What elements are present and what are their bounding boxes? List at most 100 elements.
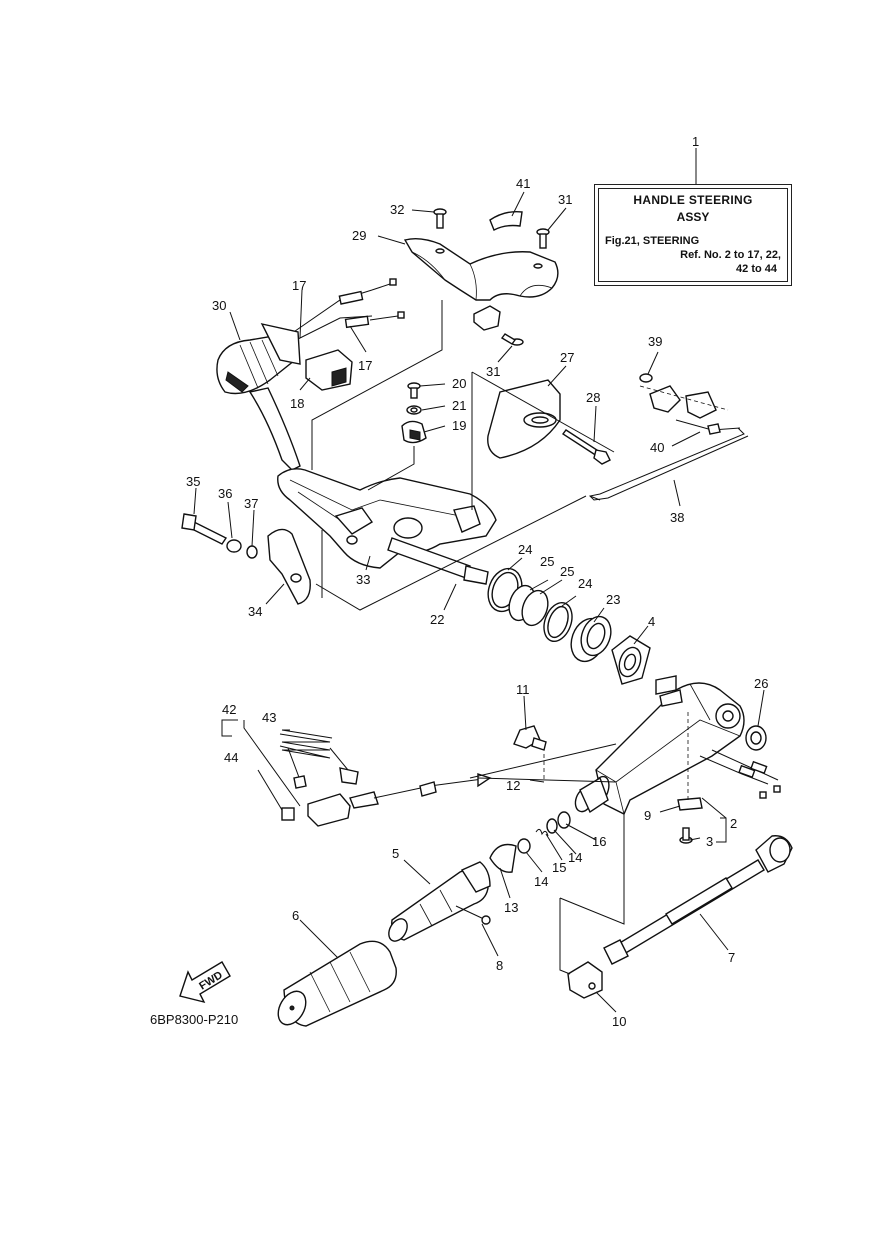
callout-32: 32 xyxy=(390,202,404,217)
callout-26: 26 xyxy=(754,676,768,691)
callout-12: 12 xyxy=(506,778,520,793)
callout-35: 35 xyxy=(186,474,200,489)
callout-17b: 17 xyxy=(358,358,372,373)
fwd-arrow-icon: FWD xyxy=(179,961,231,1004)
callout-7: 7 xyxy=(728,950,735,965)
callout-28: 28 xyxy=(586,390,600,405)
part-27-bracket xyxy=(487,379,561,459)
callout-25b: 25 xyxy=(560,564,574,579)
part-10-block xyxy=(567,961,603,999)
part-17-cables xyxy=(284,278,405,345)
callout-25a: 25 xyxy=(540,554,554,569)
part-33-steering-arm xyxy=(277,468,497,569)
part-3-screw xyxy=(679,827,693,844)
part-43-lanyard xyxy=(279,729,359,789)
part-44-cap xyxy=(281,807,295,821)
leader-lines-lower xyxy=(221,689,765,1013)
callout-11: 11 xyxy=(516,682,530,697)
part-21-washer xyxy=(406,405,422,415)
part-35-bolt xyxy=(181,513,228,545)
part-4-bushing xyxy=(611,635,651,685)
callout-21: 21 xyxy=(452,398,466,413)
part-9-plate xyxy=(677,797,703,811)
part-2-tiller-housing xyxy=(574,675,745,815)
callout-10: 10 xyxy=(612,1014,626,1029)
callout-numbers: 1 2 3 4 5 6 7 8 9 10 11 12 13 14 14 15 1… xyxy=(186,134,768,1029)
part-15-spring xyxy=(535,828,549,837)
part-7-control-shaft xyxy=(603,835,793,965)
part-32-screw xyxy=(433,208,447,229)
part-24-ring-b xyxy=(543,601,573,643)
callout-14b: 14 xyxy=(568,850,582,865)
part-13-cover xyxy=(489,843,517,873)
reference-ref-line-2: 42 to 44 xyxy=(736,263,777,275)
callout-20: 20 xyxy=(452,376,466,391)
callout-2: 2 xyxy=(730,816,737,831)
part-26-bushing xyxy=(745,725,767,751)
part-39-bracket-assy xyxy=(639,373,729,419)
callout-38: 38 xyxy=(670,510,684,525)
callout-16: 16 xyxy=(592,834,606,849)
callout-22: 22 xyxy=(430,612,444,627)
callout-8: 8 xyxy=(496,958,503,973)
part-19-clip xyxy=(401,420,427,444)
reference-ref-line-1: Ref. No. 2 to 17, 22, xyxy=(680,249,781,261)
part-18-clamp xyxy=(305,349,353,391)
callout-24b: 24 xyxy=(578,576,592,591)
callout-43: 43 xyxy=(262,710,276,725)
callout-15: 15 xyxy=(552,860,566,875)
callout-9: 9 xyxy=(644,808,651,823)
reference-subtitle: ASSY xyxy=(676,210,710,224)
cable-harness xyxy=(248,387,301,471)
callout-41: 41 xyxy=(516,176,530,191)
part-20-bolt xyxy=(407,382,421,399)
callout-14a: 14 xyxy=(534,874,548,889)
part-bracket xyxy=(473,305,501,331)
callout-17a: 17 xyxy=(292,278,306,293)
callout-18: 18 xyxy=(290,396,304,411)
part-28-bolt xyxy=(561,429,611,465)
part-14-washer-a xyxy=(546,818,558,834)
part-41-cap xyxy=(489,210,523,231)
part-42-stop-switch xyxy=(307,773,492,827)
callout-30: 30 xyxy=(212,298,226,313)
part-38-rod xyxy=(588,427,749,501)
callout-13: 13 xyxy=(504,900,518,915)
callout-31a: 31 xyxy=(558,192,572,207)
callout-5: 5 xyxy=(392,846,399,861)
part-25-ring-b xyxy=(521,589,549,627)
part-23-bushing xyxy=(570,615,612,663)
callout-34: 34 xyxy=(248,604,262,619)
callout-6: 6 xyxy=(292,908,299,923)
part-11-adjuster-knob xyxy=(513,725,547,751)
callout-31b: 31 xyxy=(486,364,500,379)
reference-box-inner-border xyxy=(598,188,788,282)
part-30-grommet xyxy=(216,322,301,395)
callout-1: 1 xyxy=(692,134,699,149)
part-8-screw xyxy=(455,905,491,925)
part-29-upper-cover xyxy=(403,237,559,301)
part-31-screw-top xyxy=(536,228,550,249)
callout-29: 29 xyxy=(352,228,366,243)
reference-figure: Fig.21, STEERING xyxy=(605,235,700,247)
callout-23: 23 xyxy=(606,592,620,607)
callout-4: 4 xyxy=(648,614,655,629)
part-22-shaft xyxy=(387,537,489,585)
callout-36: 36 xyxy=(218,486,232,501)
reference-title: HANDLE STEERING xyxy=(633,193,753,207)
callout-37: 37 xyxy=(244,496,258,511)
part-34-lever xyxy=(267,528,311,605)
reference-box: HANDLE STEERING ASSY Fig.21, STEERING Re… xyxy=(594,184,792,286)
callout-27: 27 xyxy=(560,350,574,365)
callout-42: 42 xyxy=(222,702,236,717)
tiller-cables xyxy=(699,749,781,799)
callout-3: 3 xyxy=(706,834,713,849)
leader-lines-upper xyxy=(193,148,701,645)
callout-33: 33 xyxy=(356,572,370,587)
callout-24a: 24 xyxy=(518,542,532,557)
part-5-throttle-shaft xyxy=(388,861,491,942)
callout-39: 39 xyxy=(648,334,662,349)
callout-44: 44 xyxy=(224,750,238,765)
